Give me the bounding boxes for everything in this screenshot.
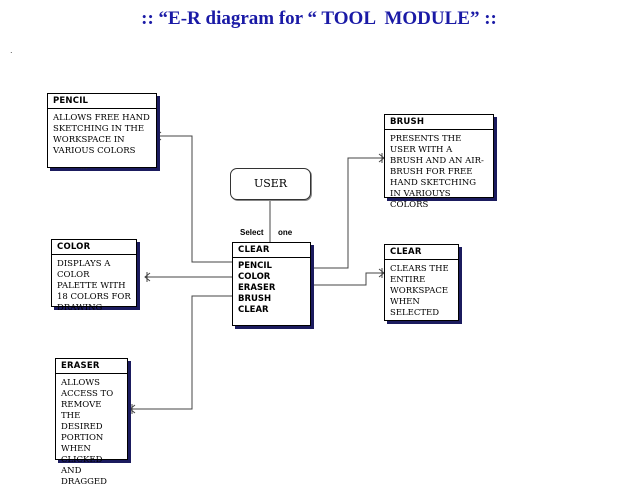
user-entity: USER (230, 168, 311, 200)
clear-right-entity: CLEAR Clears the entire workspace when s… (384, 244, 459, 321)
clear-main-entity: CLEAR PENCIL COLOR ERASER BRUSH CLEAR (232, 242, 311, 326)
attribute-pencil: PENCIL (238, 261, 272, 271)
attribute-list: PENCIL COLOR ERASER BRUSH CLEAR (233, 258, 310, 319)
entity-description: Presents the user with a brush and an ai… (390, 134, 484, 210)
diagram-title: :: “E-R diagram for “ TOOL MODULE” :: (141, 8, 497, 29)
clear-pencil-line (156, 135, 232, 263)
entity-description: Allows free hand sketching in the worksp… (53, 113, 150, 156)
clear-eraser-line (130, 295, 232, 410)
entity-description: Clears the entire workspace when selecte… (390, 264, 449, 318)
select-label: Select (240, 228, 264, 237)
eraser-arrow-icon (129, 404, 136, 414)
entity-description: Displays a color palette with 18 colors … (57, 259, 131, 313)
clear-clearright-line (310, 272, 384, 286)
color-arrow-icon (144, 272, 151, 282)
clear-brush-line (310, 157, 384, 269)
eraser-entity: ERASER Allows access to remove the desir… (55, 358, 128, 487)
entity-name: BRUSH (385, 115, 493, 130)
entity-name: CLEAR (233, 243, 310, 258)
attribute-clear: CLEAR (238, 305, 269, 315)
color-entity: COLOR Displays a color palette with 18 c… (51, 239, 137, 313)
entity-name: CLEAR (385, 245, 458, 260)
entity-name: PENCIL (48, 94, 156, 109)
attribute-color: COLOR (238, 272, 271, 282)
entity-name: ERASER (56, 359, 127, 374)
one-label: one (278, 228, 293, 237)
entity-description: Allows access to remove the desired port… (61, 378, 114, 487)
brush-entity: BRUSH Presents the user with a brush and… (384, 114, 494, 210)
attribute-eraser: ERASER (238, 283, 276, 293)
pencil-entity: PENCIL Allows free hand sketching in the… (47, 93, 157, 168)
attribute-brush: BRUSH (238, 294, 272, 304)
relationship-lines (129, 131, 385, 414)
stray-dot: . (10, 46, 13, 55)
entity-name: COLOR (52, 240, 136, 255)
